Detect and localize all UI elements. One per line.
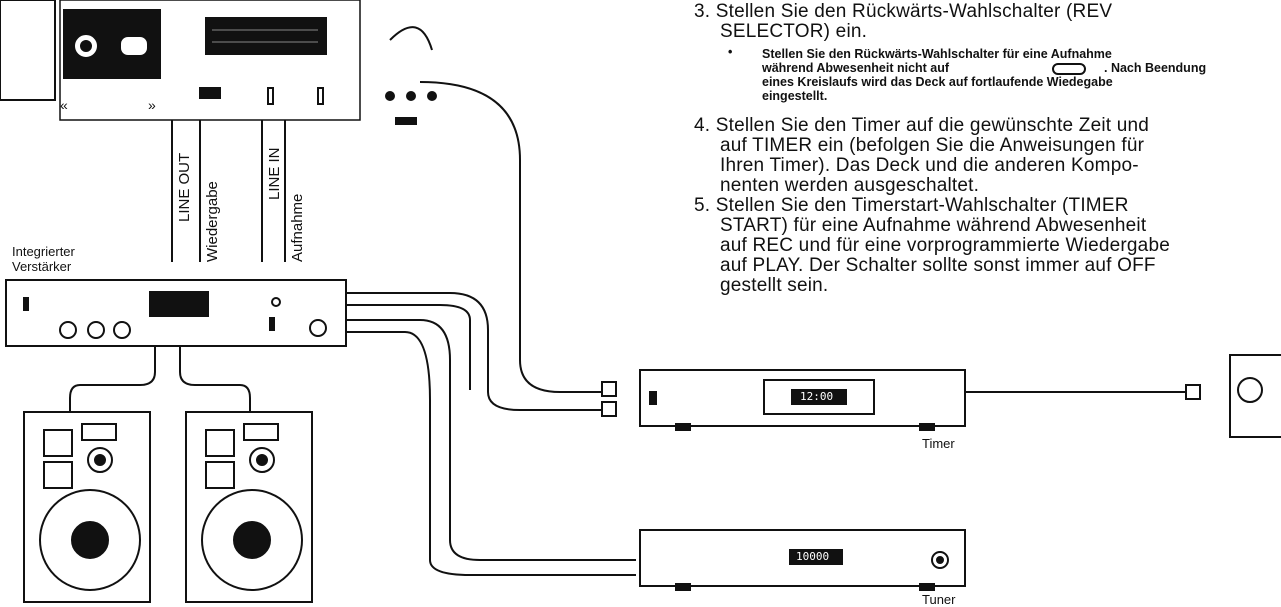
step-5-line-2: START) für eine Aufnahme während Abwesen… bbox=[720, 215, 1147, 236]
step-3-note-line-1: Stellen Sie den Rückwärts-Wahlschalter f… bbox=[762, 47, 1112, 61]
label-line-out: LINE OUT bbox=[176, 152, 193, 222]
cassette-deck: « » bbox=[0, 0, 437, 125]
step-3-note-line-2: während Abwesenheit nicht auf bbox=[762, 61, 950, 75]
label-aufnahme: Aufnahme bbox=[289, 193, 306, 262]
step-4-line-4: nenten werden ausgeschaltet. bbox=[720, 175, 980, 196]
cable-amp-speaker-1 bbox=[69, 345, 156, 412]
cable-deck-timer bbox=[419, 81, 602, 393]
svg-text:«: « bbox=[60, 97, 68, 113]
step-4-line-1: 4. Stellen Sie den Timer auf die gewünsc… bbox=[694, 115, 1150, 136]
step-4-line-3: Ihren Timer). Das Deck und die anderen K… bbox=[720, 155, 1139, 176]
speaker-right bbox=[185, 411, 313, 603]
cable-amp-tuner bbox=[345, 319, 636, 561]
step-3-line-1: 3. Stellen Sie den Rückwärts-Wahlschalte… bbox=[694, 1, 1113, 22]
cable-amp-low bbox=[345, 331, 636, 576]
timer-display: 12:00 bbox=[800, 390, 834, 403]
step-5-line-4: auf PLAY. Der Schalter sollte sonst imme… bbox=[720, 255, 1156, 276]
label-wiedergabe: Wiedergabe bbox=[204, 181, 221, 262]
label-amplifier-line-1: Integrierter bbox=[12, 244, 75, 259]
label-line-in: LINE IN bbox=[266, 147, 283, 200]
label-tuner: Tuner bbox=[922, 592, 956, 607]
step-3-note-line-2b: . Nach Beendung bbox=[1104, 61, 1207, 75]
step-5-line-1: 5. Stellen Sie den Timerstart-Wahlschalt… bbox=[694, 195, 1129, 216]
step-3-bullet: • bbox=[728, 45, 733, 59]
tuner-unit bbox=[639, 529, 966, 591]
cable-amp-timer-2 bbox=[345, 304, 471, 390]
step-5-line-5: gestellt sein. bbox=[720, 275, 829, 296]
step-3-note-line-4: eingestellt. bbox=[762, 89, 828, 103]
wall-outlet bbox=[1185, 354, 1281, 438]
step-3-line-2: SELECTOR) ein. bbox=[720, 21, 868, 42]
integrated-amplifier bbox=[5, 279, 347, 347]
timer-unit bbox=[601, 369, 966, 431]
speaker-left bbox=[23, 411, 151, 603]
step-4-line-2: auf TIMER ein (befolgen Sie die Anweisun… bbox=[720, 135, 1145, 156]
tuner-display: 10000 bbox=[796, 550, 830, 563]
step-5-line-3: auf REC und für eine vorprogrammierte Wi… bbox=[720, 235, 1170, 256]
label-timer: Timer bbox=[922, 436, 955, 451]
step-3-note-line-3: eines Kreislaufs wird das Deck auf fortl… bbox=[762, 75, 1113, 89]
svg-text:»: » bbox=[148, 97, 156, 113]
loop-icon bbox=[1052, 63, 1086, 75]
cable-amp-timer-1 bbox=[345, 292, 602, 411]
cable-amp-speaker-2 bbox=[179, 345, 251, 412]
label-amplifier-line-2: Verstärker bbox=[12, 259, 72, 274]
